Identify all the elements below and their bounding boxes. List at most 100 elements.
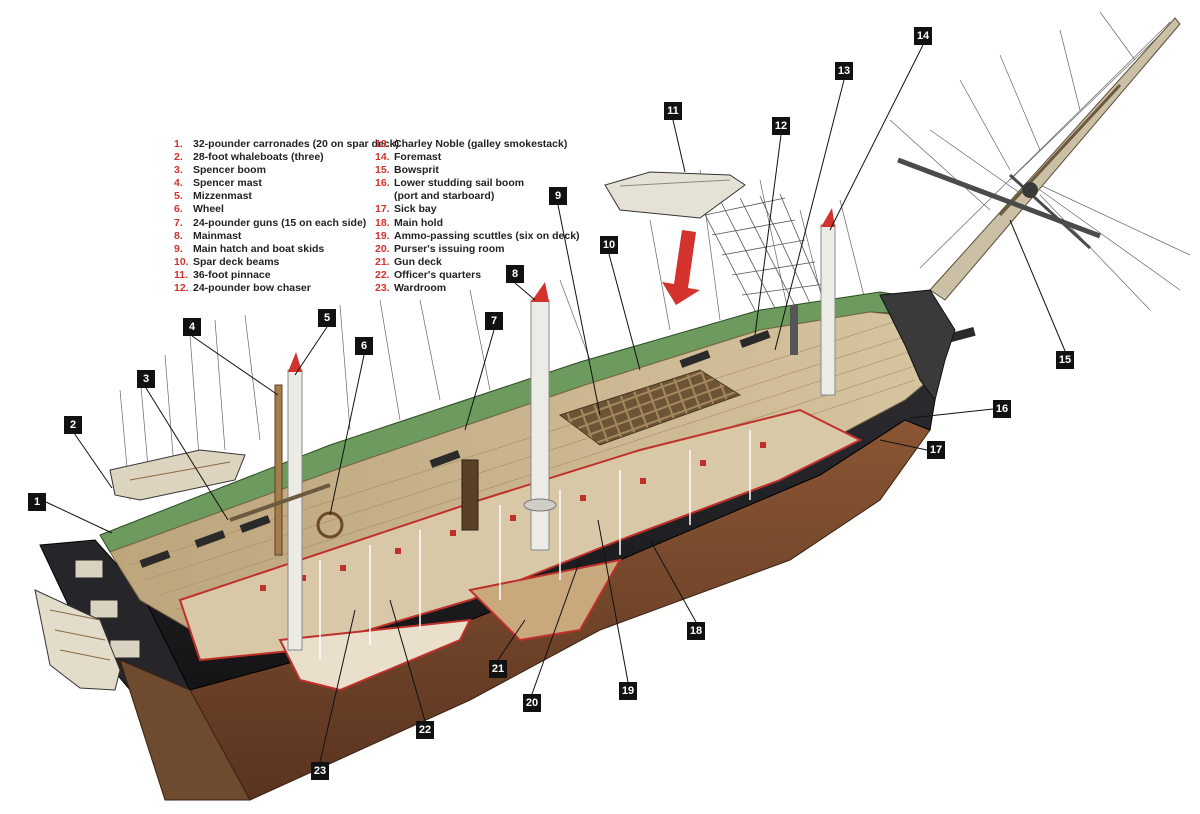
callout-7: 7 xyxy=(485,312,503,330)
legend-num: 4. xyxy=(174,177,183,190)
callout-8: 8 xyxy=(506,265,524,283)
side-whaleboat xyxy=(109,449,246,501)
legend-num: 21. xyxy=(375,255,390,268)
legend-text: Officer's quarters xyxy=(394,268,482,281)
legend-num: 17. xyxy=(375,203,390,216)
capstan xyxy=(461,459,479,531)
callout-13: 13 xyxy=(835,62,853,80)
callout-18: 18 xyxy=(687,622,705,640)
legend-num: 7. xyxy=(174,216,183,229)
spencer-mast xyxy=(274,384,283,556)
legend-text: Ammo-passing scuttles (six on deck) xyxy=(394,229,580,242)
legend-item: 4. Spencer mast xyxy=(174,177,399,190)
charley-noble xyxy=(790,305,798,355)
mainmast xyxy=(530,299,550,551)
legend-text: Main hatch and boat skids xyxy=(193,242,325,255)
legend-item: 18.Main hold xyxy=(375,217,580,230)
legend-num: 5. xyxy=(174,190,183,203)
legend-num: 13. xyxy=(375,138,390,150)
legend-num: 12. xyxy=(174,282,189,295)
legend-text: (port and starboard) xyxy=(394,190,495,203)
legend-text: 28-foot whaleboats (three) xyxy=(193,151,324,164)
cutaway-interior xyxy=(178,408,863,692)
masts xyxy=(229,208,836,651)
shrouds xyxy=(699,193,831,321)
callout-20: 20 xyxy=(523,694,541,712)
legend-num: 23. xyxy=(375,282,390,295)
legend-text: Wardroom xyxy=(394,282,447,295)
legend-text: Gun deck xyxy=(394,255,442,268)
callout-1: 1 xyxy=(28,493,46,511)
stern-gallery xyxy=(39,539,251,801)
legend-text: Bowsprit xyxy=(394,164,439,177)
legend-text: 24-pounder bow chaser xyxy=(193,282,311,295)
legend-text: Mainmast xyxy=(193,229,242,242)
legend-text: Lower studding sail boom xyxy=(394,177,525,190)
legend-item: 6. Wheel xyxy=(174,203,399,216)
bow-head xyxy=(879,289,956,402)
legend-item: 21. Gun deck xyxy=(375,256,580,269)
leader-lines xyxy=(45,44,1066,763)
legend-text: Charley Noble (galley smokestack) xyxy=(394,138,568,150)
legend-item: 20. Purser's issuing room xyxy=(375,243,580,256)
legend-item: 2. 28-foot whaleboats (three) xyxy=(174,151,399,164)
callout-23: 23 xyxy=(311,762,329,780)
legend-item: 11. 36-foot pinnace xyxy=(174,269,399,282)
legend-item: 9. Main hatch and boat skids xyxy=(174,243,399,256)
legend-item: 23. Wardroom xyxy=(375,282,580,295)
legend-num: 22. xyxy=(375,268,390,281)
mizzenmast xyxy=(287,369,303,651)
legend-num: 2. xyxy=(174,151,183,164)
legend-num: 10. xyxy=(174,255,189,268)
legend-num: 9. xyxy=(174,242,183,255)
legend-text: Main hold xyxy=(394,216,443,229)
legend-num: 14. xyxy=(375,151,390,164)
legend-text: Wheel xyxy=(193,203,224,216)
callout-2: 2 xyxy=(64,416,82,434)
legend-text: Mizzenmast xyxy=(193,190,252,203)
callout-6: 6 xyxy=(355,337,373,355)
legend-item: 3.Spencer boom xyxy=(174,164,399,177)
callout-4: 4 xyxy=(183,318,201,336)
callout-12: 12 xyxy=(772,117,790,135)
bowsprit xyxy=(897,17,1181,301)
legend-text: Foremast xyxy=(394,151,442,164)
callout-3: 3 xyxy=(137,370,155,388)
legend-text: 32-pounder carronades (20 on spar deck) xyxy=(193,138,399,150)
callout-17: 17 xyxy=(927,441,945,459)
legend-num: 16. xyxy=(375,177,390,190)
legend-text: Spencer boom xyxy=(193,164,266,177)
legend-text: Purser's issuing room xyxy=(394,242,505,255)
legend-num: 19. xyxy=(375,229,390,242)
legend-item: (port and starboard) xyxy=(375,190,580,203)
legend-item: 10. Spar deck beams xyxy=(174,256,399,269)
legend-text: 24-pounder guns (15 on each side) xyxy=(193,216,367,229)
callout-15: 15 xyxy=(1056,351,1074,369)
legend-item: 19. Ammo-passing scuttles (six on deck) xyxy=(375,230,580,243)
legend-item: 8. Mainmast xyxy=(174,230,399,243)
legend-num: 8. xyxy=(174,229,183,242)
legend-left: 1.32-pounder carronades (20 on spar deck… xyxy=(174,138,399,295)
legend-num xyxy=(375,190,394,203)
rigging xyxy=(119,11,1191,501)
main-hatch xyxy=(558,369,742,446)
legend-num: 6. xyxy=(174,203,183,216)
callout-10: 10 xyxy=(600,236,618,254)
legend-text: 36-foot pinnace xyxy=(193,268,271,281)
callout-11: 11 xyxy=(664,102,682,120)
legend-item: 17. Sick bay xyxy=(375,203,580,216)
pinnace xyxy=(604,171,746,305)
legend-item: 13. Charley Noble (galley smokestack) xyxy=(375,138,580,151)
legend-num: 15. xyxy=(375,164,390,177)
callout-5: 5 xyxy=(318,309,336,327)
legend-item: 7. 24-pounder guns (15 on each side) xyxy=(174,217,399,230)
legend-text: Spencer mast xyxy=(193,177,262,190)
callout-21: 21 xyxy=(489,660,507,678)
legend-num: 20. xyxy=(375,242,390,255)
lowering-arrow xyxy=(662,230,700,305)
legend-text: Spar deck beams xyxy=(193,255,280,268)
legend-num: 11. xyxy=(174,268,189,281)
legend-item: 12. 24-pounder bow chaser xyxy=(174,282,399,295)
legend-text: Sick bay xyxy=(394,203,437,216)
